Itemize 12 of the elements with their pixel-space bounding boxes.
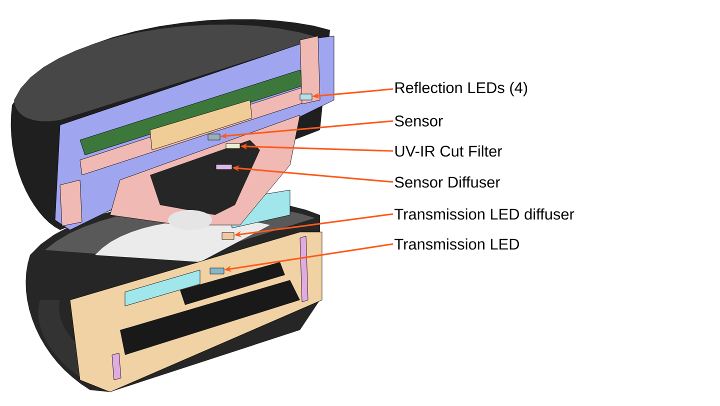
part-label: UV-IR Cut Filter xyxy=(395,145,502,157)
diffuser-plate xyxy=(222,232,234,240)
sensor-chip xyxy=(208,134,220,140)
part-label: Transmission LED xyxy=(394,238,519,250)
filter-plate xyxy=(226,143,240,149)
part-label: Transmission LED diffuser xyxy=(394,208,574,220)
part-label: Reflection LEDs (4) xyxy=(395,82,528,96)
led xyxy=(300,94,312,100)
part-label: Sensor Diffuser xyxy=(394,176,500,188)
diffuser-plate xyxy=(216,164,232,170)
led xyxy=(210,268,224,274)
part-label: Sensor xyxy=(394,116,443,126)
